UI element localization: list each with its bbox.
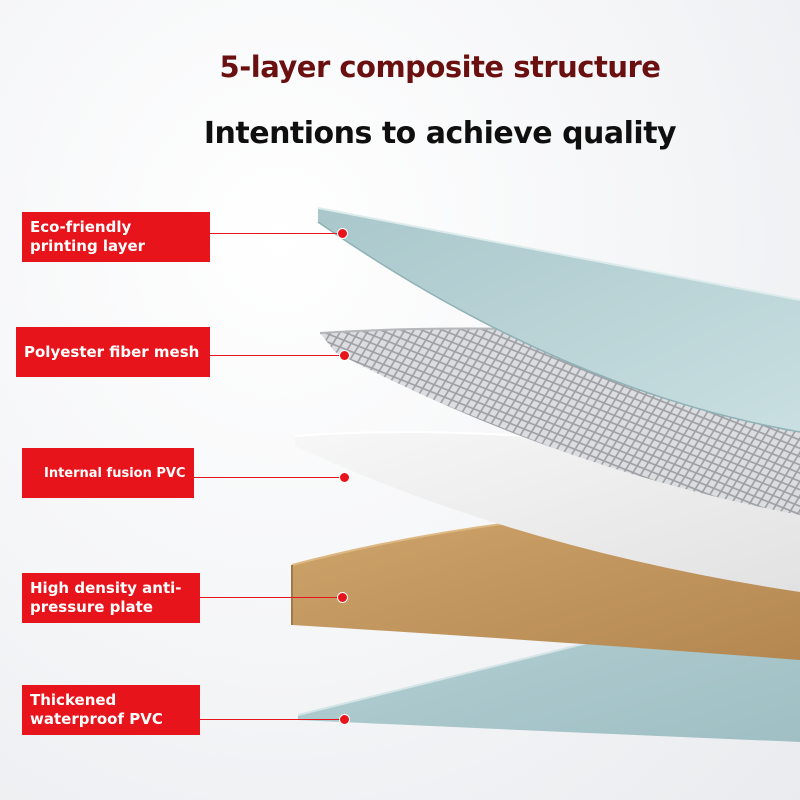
main-title: 5-layer composite structure bbox=[219, 50, 661, 84]
leader-line bbox=[210, 355, 342, 356]
leader-line bbox=[210, 233, 340, 234]
leader-dot bbox=[339, 714, 350, 725]
leader-line bbox=[194, 477, 342, 478]
layer-label-anti-pressure-plate: High density anti-pressure plate bbox=[22, 573, 200, 623]
leader-dot bbox=[337, 228, 348, 239]
subtitle: Intentions to achieve quality bbox=[203, 116, 677, 151]
layer-label-waterproof-pvc: Thickened waterproof PVC bbox=[22, 685, 200, 735]
leader-line bbox=[200, 719, 342, 720]
leader-dot bbox=[337, 592, 348, 603]
leader-line bbox=[200, 597, 340, 598]
leader-dot bbox=[339, 350, 350, 361]
layer-label-internal-pvc: Internal fusion PVC bbox=[22, 448, 194, 498]
layer-label-polyester-mesh: Polyester fiber mesh bbox=[16, 327, 210, 377]
leader-dot bbox=[339, 472, 350, 483]
printing-layer bbox=[318, 208, 800, 432]
layer-label-eco-printing: Eco-friendly printing layer bbox=[22, 212, 210, 262]
